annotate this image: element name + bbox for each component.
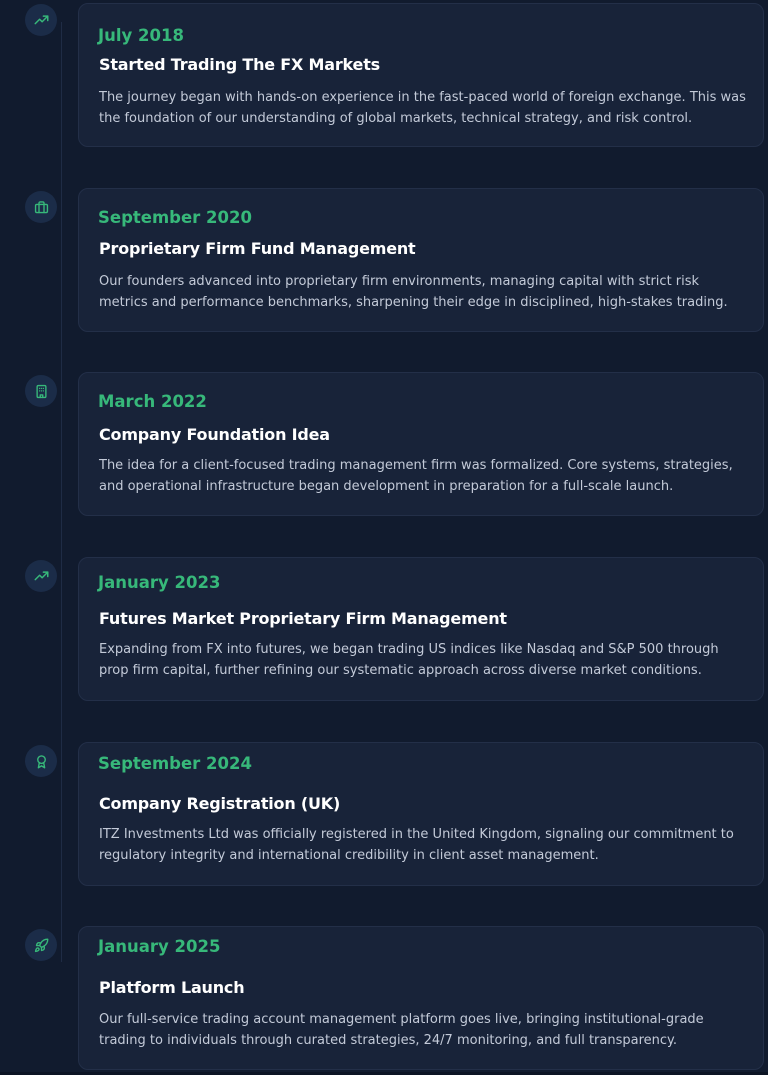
- entry-description: Expanding from FX into futures, we began…: [99, 642, 719, 678]
- trending-up-icon: [25, 560, 57, 592]
- entry-title: Company Foundation Idea: [99, 425, 330, 444]
- entry-date: January 2023: [98, 573, 221, 592]
- page-bottom-edge: [0, 1072, 768, 1075]
- entry-description: The journey began with hands-on experien…: [99, 90, 746, 126]
- entry-title: Proprietary Firm Fund Management: [99, 239, 416, 258]
- entry-description: The idea for a client-focused trading ma…: [99, 458, 733, 494]
- entry-title: Started Trading The FX Markets: [99, 55, 380, 74]
- entry-title: Futures Market Proprietary Firm Manageme…: [99, 609, 507, 628]
- trending-up-icon: [25, 4, 57, 36]
- building-icon: [25, 375, 57, 407]
- timeline-card: January 2025 Platform Launch Our full-se…: [78, 926, 764, 1070]
- entry-date: January 2025: [98, 937, 221, 956]
- timeline-card: January 2023 Futures Market Proprietary …: [78, 557, 764, 701]
- entry-date: July 2018: [98, 26, 184, 45]
- entry-title: Company Registration (UK): [99, 794, 341, 813]
- entry-date: September 2024: [98, 754, 252, 773]
- entry-date: March 2022: [98, 392, 207, 411]
- timeline-card: July 2018 Started Trading The FX Markets…: [78, 3, 764, 147]
- briefcase-icon: [25, 191, 57, 223]
- timeline-line: [61, 22, 62, 962]
- entry-description: Our founders advanced into proprietary f…: [99, 274, 728, 310]
- entry-description: Our full-service trading account managem…: [99, 1012, 704, 1048]
- rocket-icon: [25, 929, 57, 961]
- entry-title: Platform Launch: [99, 978, 245, 997]
- award-icon: [25, 745, 57, 777]
- timeline-card: March 2022 Company Foundation Idea The i…: [78, 372, 764, 516]
- entry-description: ITZ Investments Ltd was officially regis…: [99, 827, 734, 863]
- timeline-card: September 2024 Company Registration (UK)…: [78, 742, 764, 886]
- timeline-card: September 2020 Proprietary Firm Fund Man…: [78, 188, 764, 332]
- entry-date: September 2020: [98, 208, 252, 227]
